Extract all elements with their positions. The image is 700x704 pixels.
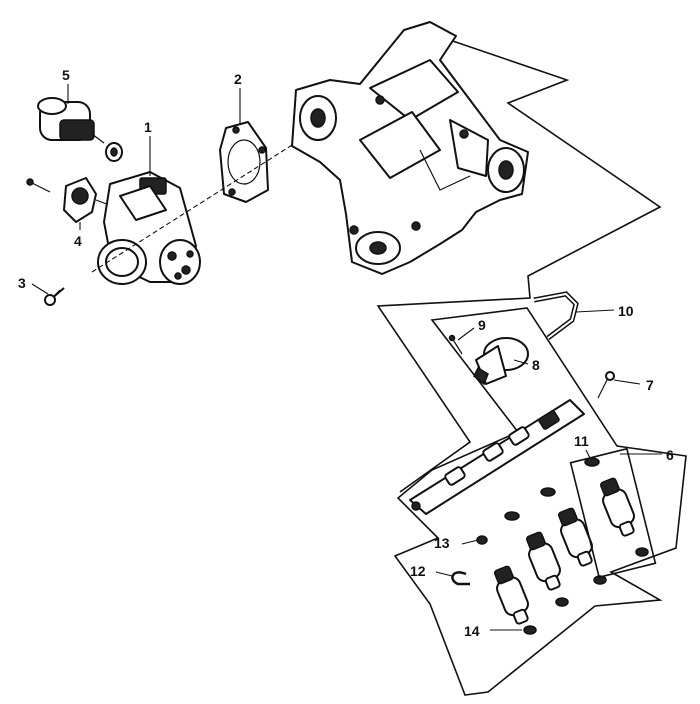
regulator-screw bbox=[448, 334, 463, 355]
fuel-pressure-regulator bbox=[473, 337, 529, 386]
fuel-injector-2 bbox=[526, 531, 561, 591]
fuel-rail-assembly-frame bbox=[393, 307, 687, 696]
lower-o-rings bbox=[523, 547, 649, 635]
callout-8: 8 bbox=[532, 357, 540, 373]
throttle-body bbox=[97, 171, 201, 285]
fuel-rail-screw bbox=[597, 371, 615, 399]
fuel-injector-1 bbox=[494, 565, 529, 625]
idle-valve-o-ring bbox=[105, 142, 123, 162]
callout-6: 6 bbox=[666, 447, 674, 463]
callout-3: 3 bbox=[18, 275, 26, 291]
callout-5: 5 bbox=[62, 67, 70, 83]
manifold-boundary-frame bbox=[376, 35, 662, 493]
injector-group-frame bbox=[569, 447, 657, 579]
injector-clip bbox=[451, 571, 470, 586]
fuel-rail bbox=[409, 399, 585, 515]
callout-12: 12 bbox=[410, 563, 426, 579]
callout-14: 14 bbox=[464, 623, 480, 639]
throttle-body-gasket bbox=[219, 121, 269, 203]
throttle-position-sensor bbox=[63, 177, 113, 223]
idle-air-control-valve bbox=[37, 97, 105, 144]
assembly-axis-line bbox=[91, 139, 301, 273]
intake-manifold bbox=[291, 21, 529, 275]
leader-lines bbox=[31, 84, 662, 631]
callout-1: 1 bbox=[144, 119, 152, 135]
fuel-injector-4 bbox=[600, 477, 635, 537]
upper-o-rings bbox=[476, 457, 600, 545]
callout-9: 9 bbox=[478, 317, 486, 333]
callout-13: 13 bbox=[434, 535, 450, 551]
callout-10: 10 bbox=[618, 303, 634, 319]
callout-4: 4 bbox=[74, 233, 82, 249]
callout-2: 2 bbox=[234, 71, 242, 87]
throttle-body-bolt bbox=[44, 287, 65, 306]
callout-11: 11 bbox=[574, 433, 589, 449]
vacuum-hose-core bbox=[533, 292, 578, 339]
fuel-injector-3 bbox=[558, 507, 593, 567]
sensor-screw bbox=[26, 178, 51, 193]
vacuum-hose bbox=[533, 291, 579, 340]
callout-7: 7 bbox=[646, 377, 654, 393]
